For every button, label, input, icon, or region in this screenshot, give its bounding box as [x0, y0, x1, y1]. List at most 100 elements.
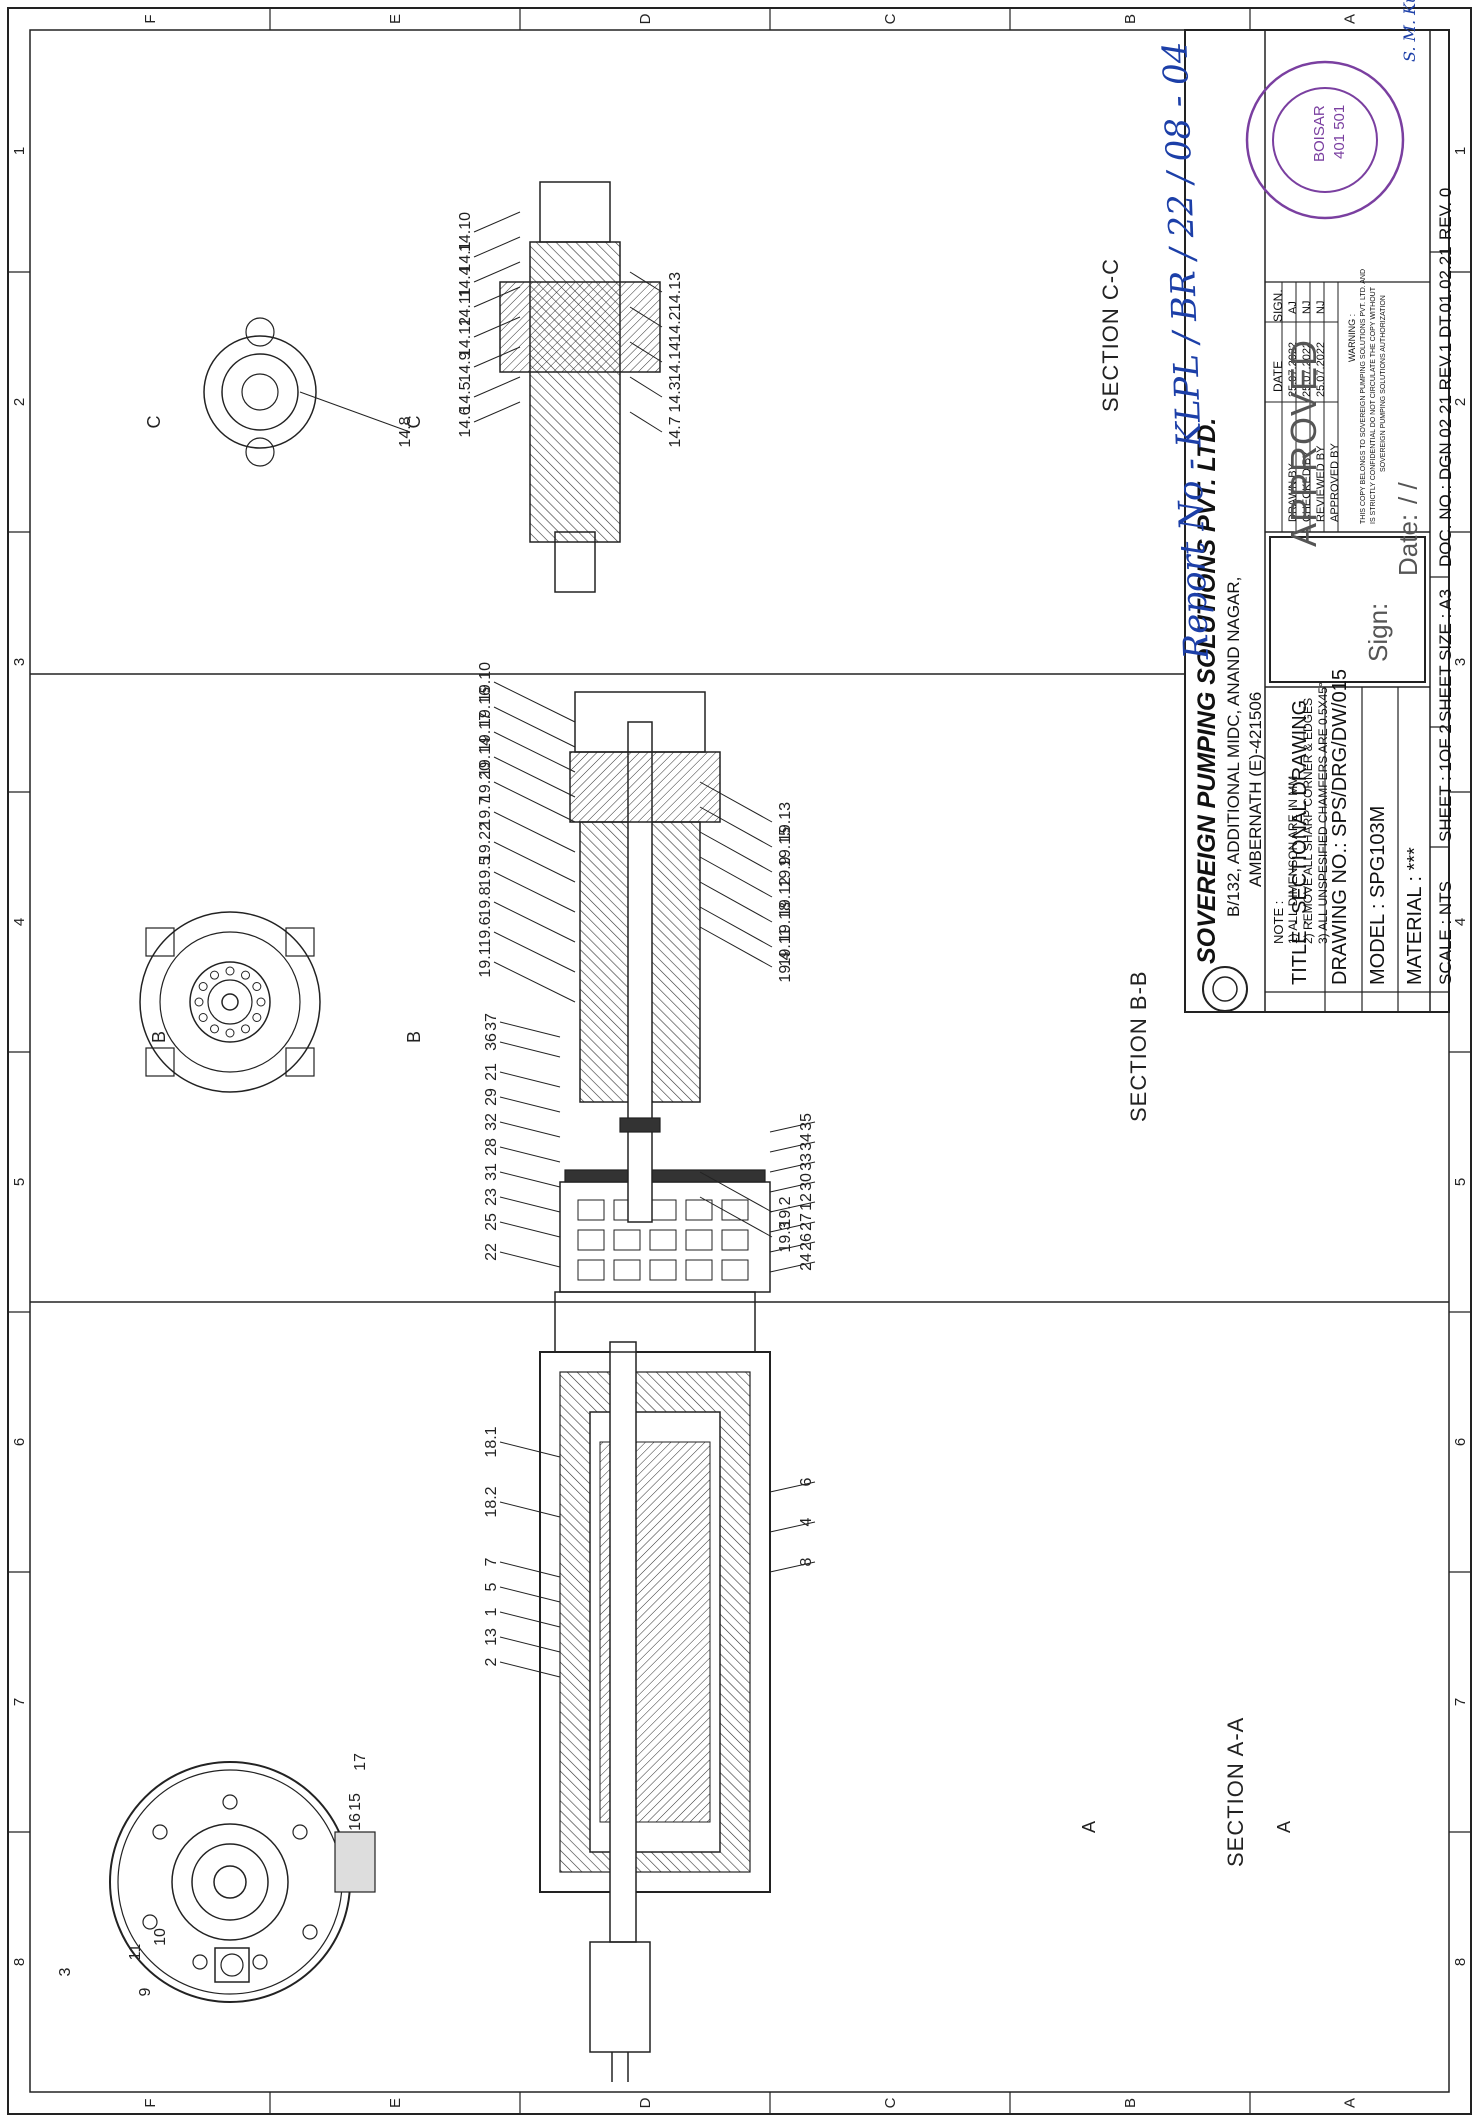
zone-col-label: 4 [11, 918, 28, 926]
rev-field: REV. 0 [1436, 187, 1455, 240]
mount-lug [145, 1047, 175, 1077]
approved-stamp-box [1269, 536, 1426, 683]
strainer-slot [577, 1199, 605, 1221]
section-marker: C [404, 416, 424, 429]
rotor-end-outer [139, 911, 321, 1093]
bearing-ball [225, 1028, 235, 1038]
balloon-label-aa: 21 [483, 1063, 500, 1081]
rotor-bearing [619, 1117, 661, 1133]
balloon-label-aa: 29 [483, 1088, 500, 1106]
approved-date-value: / / [1393, 482, 1423, 504]
warning-title: WARNING : [1347, 313, 1357, 362]
strainer-slot [613, 1229, 641, 1251]
balloon-label-aa: 32 [483, 1113, 500, 1131]
leader-line [769, 1221, 816, 1233]
balloon-label-bb: 19.2 [777, 1196, 794, 1227]
balloon-label-aa: 1 [483, 1607, 500, 1616]
balloon-label-aa: 5 [483, 1582, 500, 1591]
section-marker: B [404, 1031, 424, 1043]
balloon-label-bb: 19.15 [777, 827, 794, 867]
balloon-label-bb: 19.17 [477, 712, 494, 752]
leader-line [473, 236, 521, 258]
strainer-slot [685, 1199, 713, 1221]
balloon-label-cc: 14.4 [457, 266, 474, 297]
leader-line [629, 306, 663, 328]
leader-line [493, 731, 576, 773]
leader-line [499, 1501, 561, 1518]
section-bb-view [139, 691, 721, 1223]
balloon-label-cc: 14.9 [457, 351, 474, 382]
balloon-label-aa-end: 10 [152, 1928, 169, 1946]
approval-sign: NJ [1301, 300, 1313, 314]
bearing-ball [198, 982, 208, 991]
zone-col-label: 8 [11, 1958, 28, 1966]
section-bb-title: SECTION B-B [1126, 970, 1151, 1122]
rotor-end-center [221, 993, 239, 1011]
leader-line [769, 1121, 816, 1133]
zone-col-label: 5 [11, 1178, 28, 1186]
strainer-slot [685, 1229, 713, 1251]
balloon-label-aa: 2 [483, 1657, 500, 1666]
company-address-1: B/132, ADDITIONAL MIDC, ANAND NAGAR, [1224, 576, 1243, 917]
connector-body [221, 353, 299, 431]
leader-line [699, 1171, 773, 1213]
bearing-ball [210, 970, 219, 980]
zone-row-label: F [142, 14, 159, 23]
leader-line [473, 261, 521, 283]
balloon-label-bb: 19.11 [777, 927, 794, 966]
material-field: MATERIAL : *** [1404, 847, 1426, 985]
zone-row-label: D [637, 2097, 654, 2108]
balloon-label-cc: 14.14 [667, 342, 684, 382]
balloon-label-aa-end: 3 [57, 1967, 74, 1976]
balloon-label-aa: 36 [483, 1033, 500, 1051]
lab-stamp [1245, 60, 1405, 220]
strainer-slot [721, 1229, 749, 1251]
cable-stub [554, 531, 596, 593]
rotor-shaft [627, 721, 653, 1223]
zone-row-label: A [1342, 14, 1359, 24]
title-field: TITLE : SECTIONAL DRAWING [1289, 699, 1311, 985]
seal-housing [569, 751, 721, 823]
bearing-ball [241, 1024, 250, 1034]
balloon-label-bb: 19.6 [477, 916, 494, 947]
connector-socket [539, 181, 611, 243]
mount-lug [285, 927, 315, 957]
company-logo-inner [1212, 976, 1238, 1002]
strainer-slot [721, 1259, 749, 1281]
zone-col-label: 6 [1452, 1438, 1469, 1446]
title-block-outline [1184, 29, 1450, 1013]
connector-pins [241, 373, 279, 411]
balloon-label-aa-end: 11 [127, 1944, 144, 1961]
title-block-frame [1184, 29, 1450, 1013]
approved-stamp-outline [1269, 536, 1426, 683]
leader-line [769, 1161, 816, 1173]
sheet-size-field: SHEET SIZE : A3 [1436, 589, 1455, 722]
leader-line [629, 341, 663, 363]
section-cc-title: SECTION C-C [1098, 258, 1123, 412]
warning-line: THIS COPY BELONGS TO SOVEREIGN PUMPING S… [1360, 268, 1367, 524]
leader-line [769, 1241, 816, 1253]
end-view-boss [191, 1843, 269, 1921]
bolt-hole [292, 1824, 308, 1840]
balloon-label-aa: 26 [798, 1233, 815, 1251]
balloon-label-cc: 14.3 [667, 381, 684, 412]
balloon-label-bb: 19.12 [777, 877, 794, 917]
approval-sign: NJ [1315, 300, 1327, 314]
balloon-label-aa: 6 [798, 1477, 815, 1486]
leader-line [699, 806, 773, 848]
bearing-ball [241, 970, 250, 980]
zone-row-label: C [882, 2097, 899, 2108]
section-marker: A [1079, 1821, 1099, 1833]
leader-line [629, 376, 663, 398]
balloon-label-aa: 24 [798, 1253, 815, 1271]
approved-date-label: Date: [1393, 513, 1423, 576]
strainer-slot [721, 1199, 749, 1221]
zone-row-label: E [387, 14, 404, 24]
balloon-label-bb: 19.14 [477, 737, 494, 777]
leader-line [493, 811, 576, 853]
leader-line [499, 1171, 561, 1188]
sheet-border [7, 7, 1472, 2115]
balloon-label-aa: 4 [798, 1517, 815, 1526]
bolt-hole [142, 1914, 158, 1930]
lab-stamp-center-1: BOISAR [1311, 105, 1328, 162]
